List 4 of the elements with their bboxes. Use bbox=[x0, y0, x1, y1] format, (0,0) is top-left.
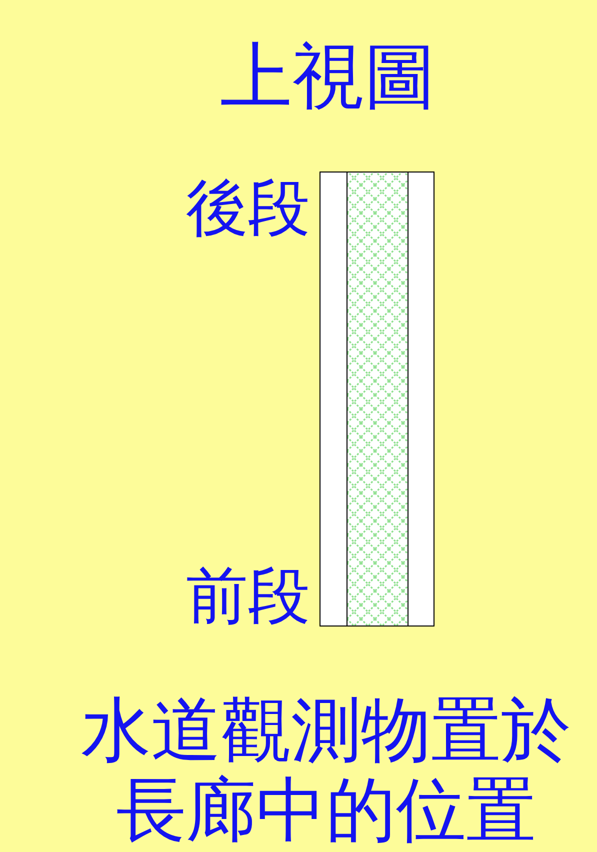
section-label: 後段 bbox=[186, 172, 310, 244]
section-label: 前段 bbox=[186, 560, 310, 632]
caption: 水道觀測物置於長廊中的位置 bbox=[80, 690, 572, 850]
title: 上視圖 bbox=[219, 34, 437, 118]
